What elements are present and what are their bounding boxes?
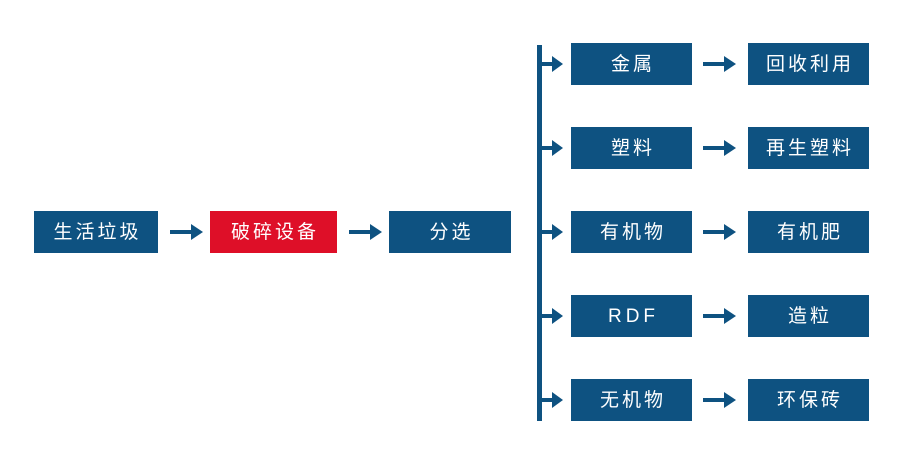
- node-household-waste[interactable]: 生活垃圾: [34, 211, 158, 253]
- node-fraction-4[interactable]: RDF: [571, 295, 692, 337]
- node-sorting[interactable]: 分选: [389, 211, 511, 253]
- arrow-fraction-1-to-product-1: [703, 54, 737, 74]
- arrow-fraction-2-to-product-2: [703, 138, 737, 158]
- arrow-waste-to-crusher: [170, 222, 204, 242]
- node-label: 有机肥: [776, 221, 843, 243]
- node-label: 分选: [429, 221, 474, 243]
- node-product-3[interactable]: 有机肥: [748, 211, 869, 253]
- node-label: 回收利用: [765, 53, 854, 75]
- arrow-crusher-to-sorting: [349, 222, 383, 242]
- node-fraction-5[interactable]: 无机物: [571, 379, 692, 421]
- node-label: 有机物: [599, 221, 666, 243]
- node-crushing-equipment[interactable]: 破碎设备: [210, 211, 337, 253]
- branch-arrow-3: [540, 222, 564, 242]
- branch-arrow-5: [540, 390, 564, 410]
- branch-trunk-line: [537, 45, 542, 421]
- branch-arrow-2: [540, 138, 564, 158]
- node-label: 再生塑料: [765, 137, 854, 159]
- node-fraction-2[interactable]: 塑料: [571, 127, 692, 169]
- node-label: 生活垃圾: [53, 221, 142, 243]
- arrow-fraction-5-to-product-5: [703, 390, 737, 410]
- arrow-fraction-3-to-product-3: [703, 222, 737, 242]
- node-label: 破碎设备: [230, 221, 319, 243]
- node-product-4[interactable]: 造粒: [748, 295, 869, 337]
- node-fraction-3[interactable]: 有机物: [571, 211, 692, 253]
- arrow-fraction-4-to-product-4: [703, 306, 737, 326]
- node-product-1[interactable]: 回收利用: [748, 43, 869, 85]
- branch-arrow-1: [540, 54, 564, 74]
- node-label: RDF: [607, 305, 660, 327]
- node-product-5[interactable]: 环保砖: [748, 379, 869, 421]
- node-label: 环保砖: [776, 389, 843, 411]
- node-label: 塑料: [610, 137, 655, 159]
- branch-arrow-4: [540, 306, 564, 326]
- node-label: 造粒: [787, 305, 832, 327]
- node-label: 金属: [610, 53, 655, 75]
- node-label: 无机物: [599, 389, 666, 411]
- node-fraction-1[interactable]: 金属: [571, 43, 692, 85]
- node-product-2[interactable]: 再生塑料: [748, 127, 869, 169]
